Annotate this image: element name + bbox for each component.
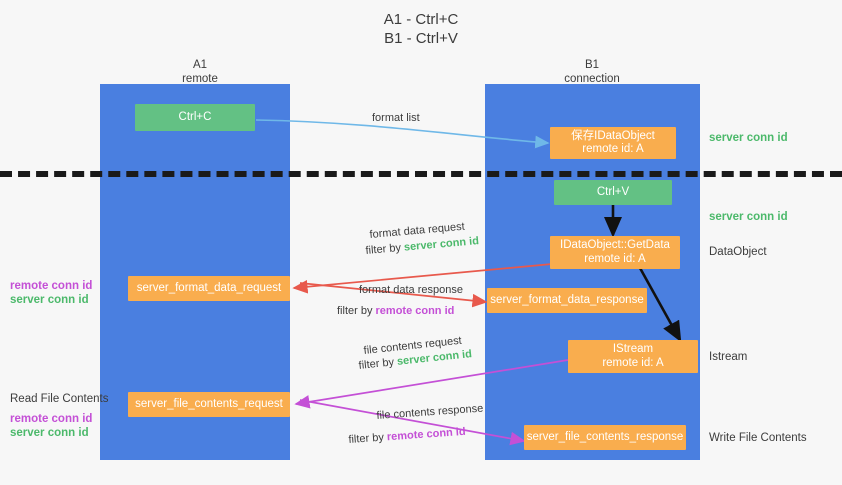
filter-prefix: filter by <box>348 431 388 446</box>
label-read-file-contents: Read File Contents <box>10 393 109 405</box>
column-header-b1: B1 connection <box>564 59 620 85</box>
node-ctrl-v[interactable]: Ctrl+V <box>554 180 672 205</box>
filter-value-remote-conn-id: remote conn id <box>375 305 455 317</box>
label-server-conn-id-mid: server conn id <box>709 211 788 223</box>
node-server-file-contents-request[interactable]: server_file_contents_request <box>128 392 290 417</box>
connector-file-contents-response <box>299 399 526 446</box>
filter-prefix: filter by <box>337 305 376 317</box>
filter-prefix: filter by <box>365 241 405 257</box>
node-ctrl-c[interactable]: Ctrl+C <box>135 104 255 131</box>
label-remote-conn-id-mid: remote conn id <box>10 280 93 292</box>
column-header-a1: A1 remote <box>182 59 218 85</box>
node-save-idataobject[interactable]: 保存IDataObject remote id: A <box>550 127 676 159</box>
connector-format-list <box>255 119 550 149</box>
label-remote-conn-id-bottom: remote conn id <box>10 413 93 425</box>
edge-label-format-data-response-filter: filter by remote conn id <box>337 304 454 319</box>
divider-dashed-line <box>0 171 842 177</box>
label-server-conn-id-bottom: server conn id <box>10 427 89 439</box>
connector-format-data-request <box>292 263 553 294</box>
page-title: A1 - Ctrl+C B1 - Ctrl+V <box>383 11 459 47</box>
label-dataobject: DataObject <box>709 246 767 258</box>
node-server-format-data-request[interactable]: server_format_data_request <box>128 276 290 301</box>
connector-getdata-istream <box>638 267 682 343</box>
connector-file-contents-request <box>294 359 569 409</box>
label-istream: Istream <box>709 351 748 363</box>
connector-format-data-response <box>299 282 488 308</box>
filter-prefix: filter by <box>358 355 398 372</box>
label-server-conn-id-mid-left: server conn id <box>10 294 89 306</box>
node-server-file-contents-response[interactable]: server_file_contents_response <box>524 425 686 450</box>
label-server-conn-id-top: server conn id <box>709 132 788 144</box>
node-idataobject-getdata[interactable]: IDataObject::GetData remote id: A <box>550 236 680 269</box>
node-server-format-data-response[interactable]: server_format_data_response <box>487 288 647 313</box>
label-write-file-contents: Write File Contents <box>709 432 807 444</box>
edge-label-format-list: format list <box>372 112 420 124</box>
edge-label-format-data-response: format data response <box>359 284 463 296</box>
node-istream[interactable]: IStream remote id: A <box>568 340 698 373</box>
